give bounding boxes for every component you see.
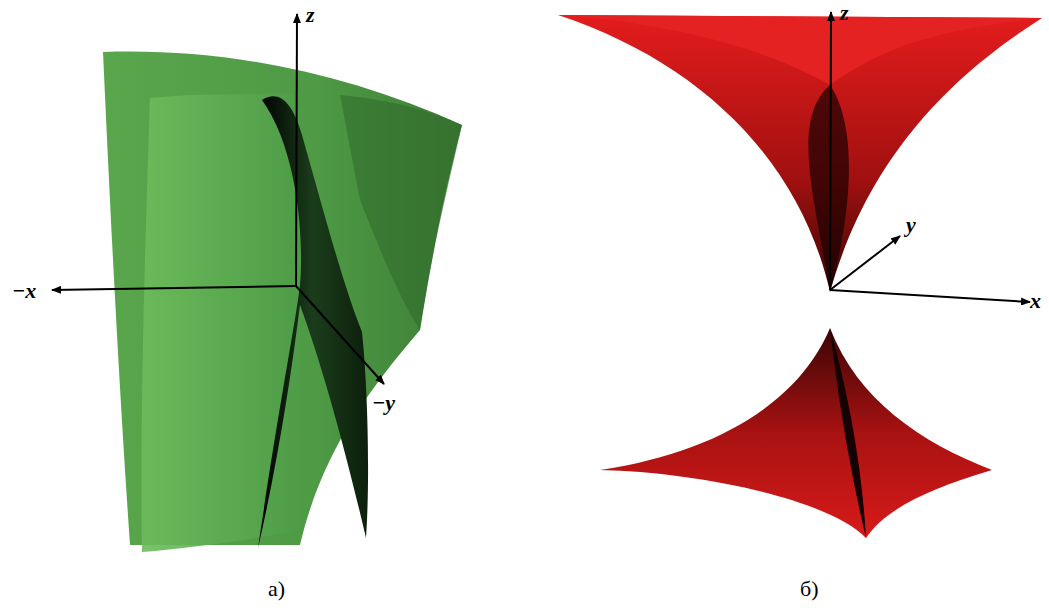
axis-label: z <box>306 4 315 26</box>
axis-label: x <box>1030 290 1041 312</box>
x-axis <box>52 286 296 290</box>
red-surface <box>600 328 992 538</box>
twisted-surface <box>258 96 368 548</box>
green-shade <box>340 95 462 330</box>
axis-label: y <box>906 214 916 236</box>
x-axis <box>830 290 1030 302</box>
axis-label: −y <box>372 392 395 414</box>
red-shade <box>830 328 866 538</box>
subfigure-caption: а) <box>268 578 285 600</box>
red-surface <box>558 15 1042 292</box>
subfigure-caption: б) <box>800 578 819 600</box>
red-surface-top <box>558 15 1042 85</box>
red-shade <box>808 85 849 292</box>
axis-label: −x <box>12 280 36 302</box>
axis-label: z <box>840 2 849 24</box>
y-axis <box>296 286 384 384</box>
y-axis <box>830 236 900 290</box>
z-axis <box>296 14 297 286</box>
green-sheet <box>142 92 300 552</box>
z-axis <box>830 12 831 290</box>
